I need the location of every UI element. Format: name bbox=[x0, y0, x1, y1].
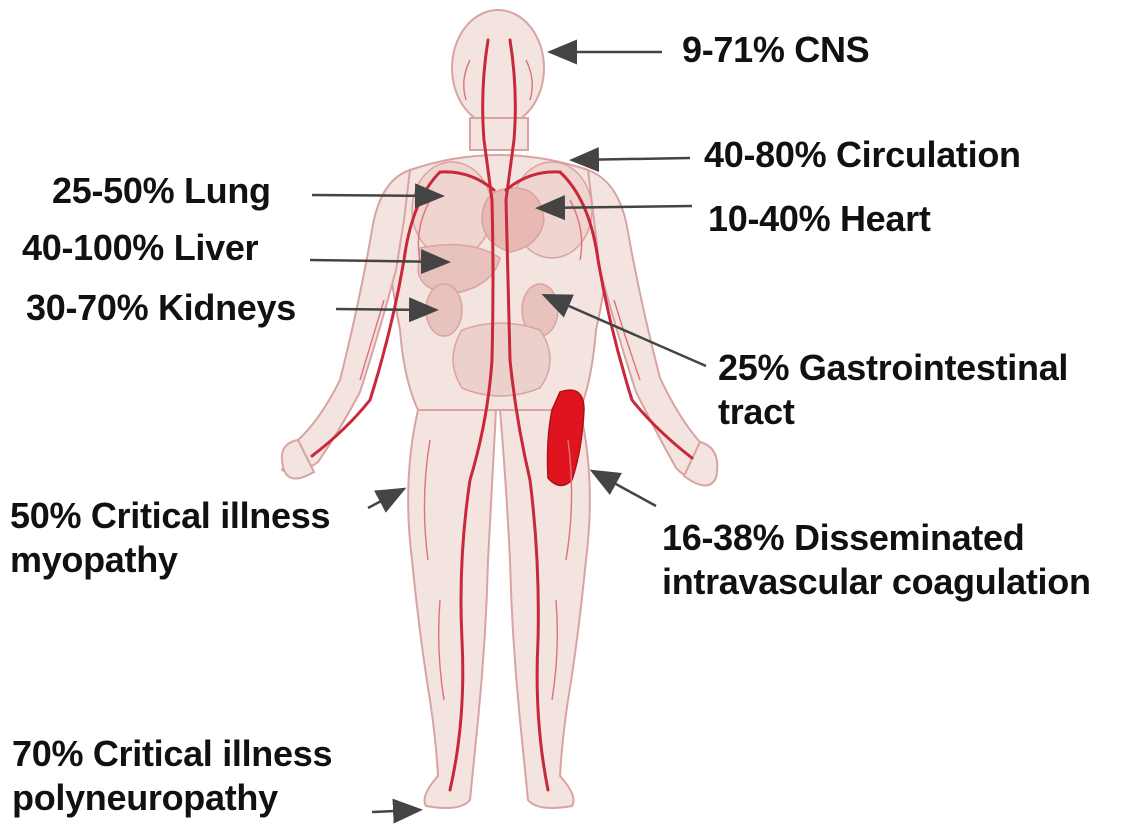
arrow-myopathy bbox=[368, 490, 402, 508]
arrow-kidneys bbox=[336, 309, 434, 310]
label-circulation-text: 40-80% Circulation bbox=[704, 133, 1021, 177]
label-dic: 16-38% Disseminated intravascular coagul… bbox=[662, 516, 1091, 604]
label-kidneys: 30-70% Kidneys bbox=[26, 286, 296, 330]
body-silhouette bbox=[282, 10, 717, 808]
label-dic-line1: 16-38% Disseminated bbox=[662, 516, 1091, 560]
label-polyneuropathy-line2: polyneuropathy bbox=[12, 776, 332, 820]
arrow-polyneuropathy bbox=[372, 810, 418, 812]
arrow-lung bbox=[312, 195, 440, 196]
arrow-dic bbox=[594, 472, 656, 506]
label-polyneuropathy: 70% Critical illness polyneuropathy bbox=[12, 732, 332, 820]
label-gi-line1: 25% Gastrointestinal bbox=[718, 346, 1068, 390]
label-liver: 40-100% Liver bbox=[22, 226, 258, 270]
lung-left bbox=[412, 162, 492, 258]
label-kidneys-text: 30-70% Kidneys bbox=[26, 286, 296, 330]
label-gi: 25% Gastrointestinal tract bbox=[718, 346, 1068, 434]
label-lung-text: 25-50% Lung bbox=[52, 169, 271, 213]
label-heart-text: 10-40% Heart bbox=[708, 197, 931, 241]
label-gi-line2: tract bbox=[718, 390, 1068, 434]
label-cns-text: 9-71% CNS bbox=[682, 28, 869, 72]
intestines bbox=[453, 323, 550, 396]
label-myopathy-line2: myopathy bbox=[10, 538, 330, 582]
label-cns: 9-71% CNS bbox=[682, 28, 869, 72]
label-circulation: 40-80% Circulation bbox=[704, 133, 1021, 177]
label-lung: 25-50% Lung bbox=[52, 169, 271, 213]
label-polyneuropathy-line1: 70% Critical illness bbox=[12, 732, 332, 776]
label-myopathy: 50% Critical illness myopathy bbox=[10, 494, 330, 582]
label-myopathy-line1: 50% Critical illness bbox=[10, 494, 330, 538]
label-dic-line2: intravascular coagulation bbox=[662, 560, 1091, 604]
label-liver-text: 40-100% Liver bbox=[22, 226, 258, 270]
label-heart: 10-40% Heart bbox=[708, 197, 931, 241]
arrow-circulation bbox=[574, 158, 690, 160]
